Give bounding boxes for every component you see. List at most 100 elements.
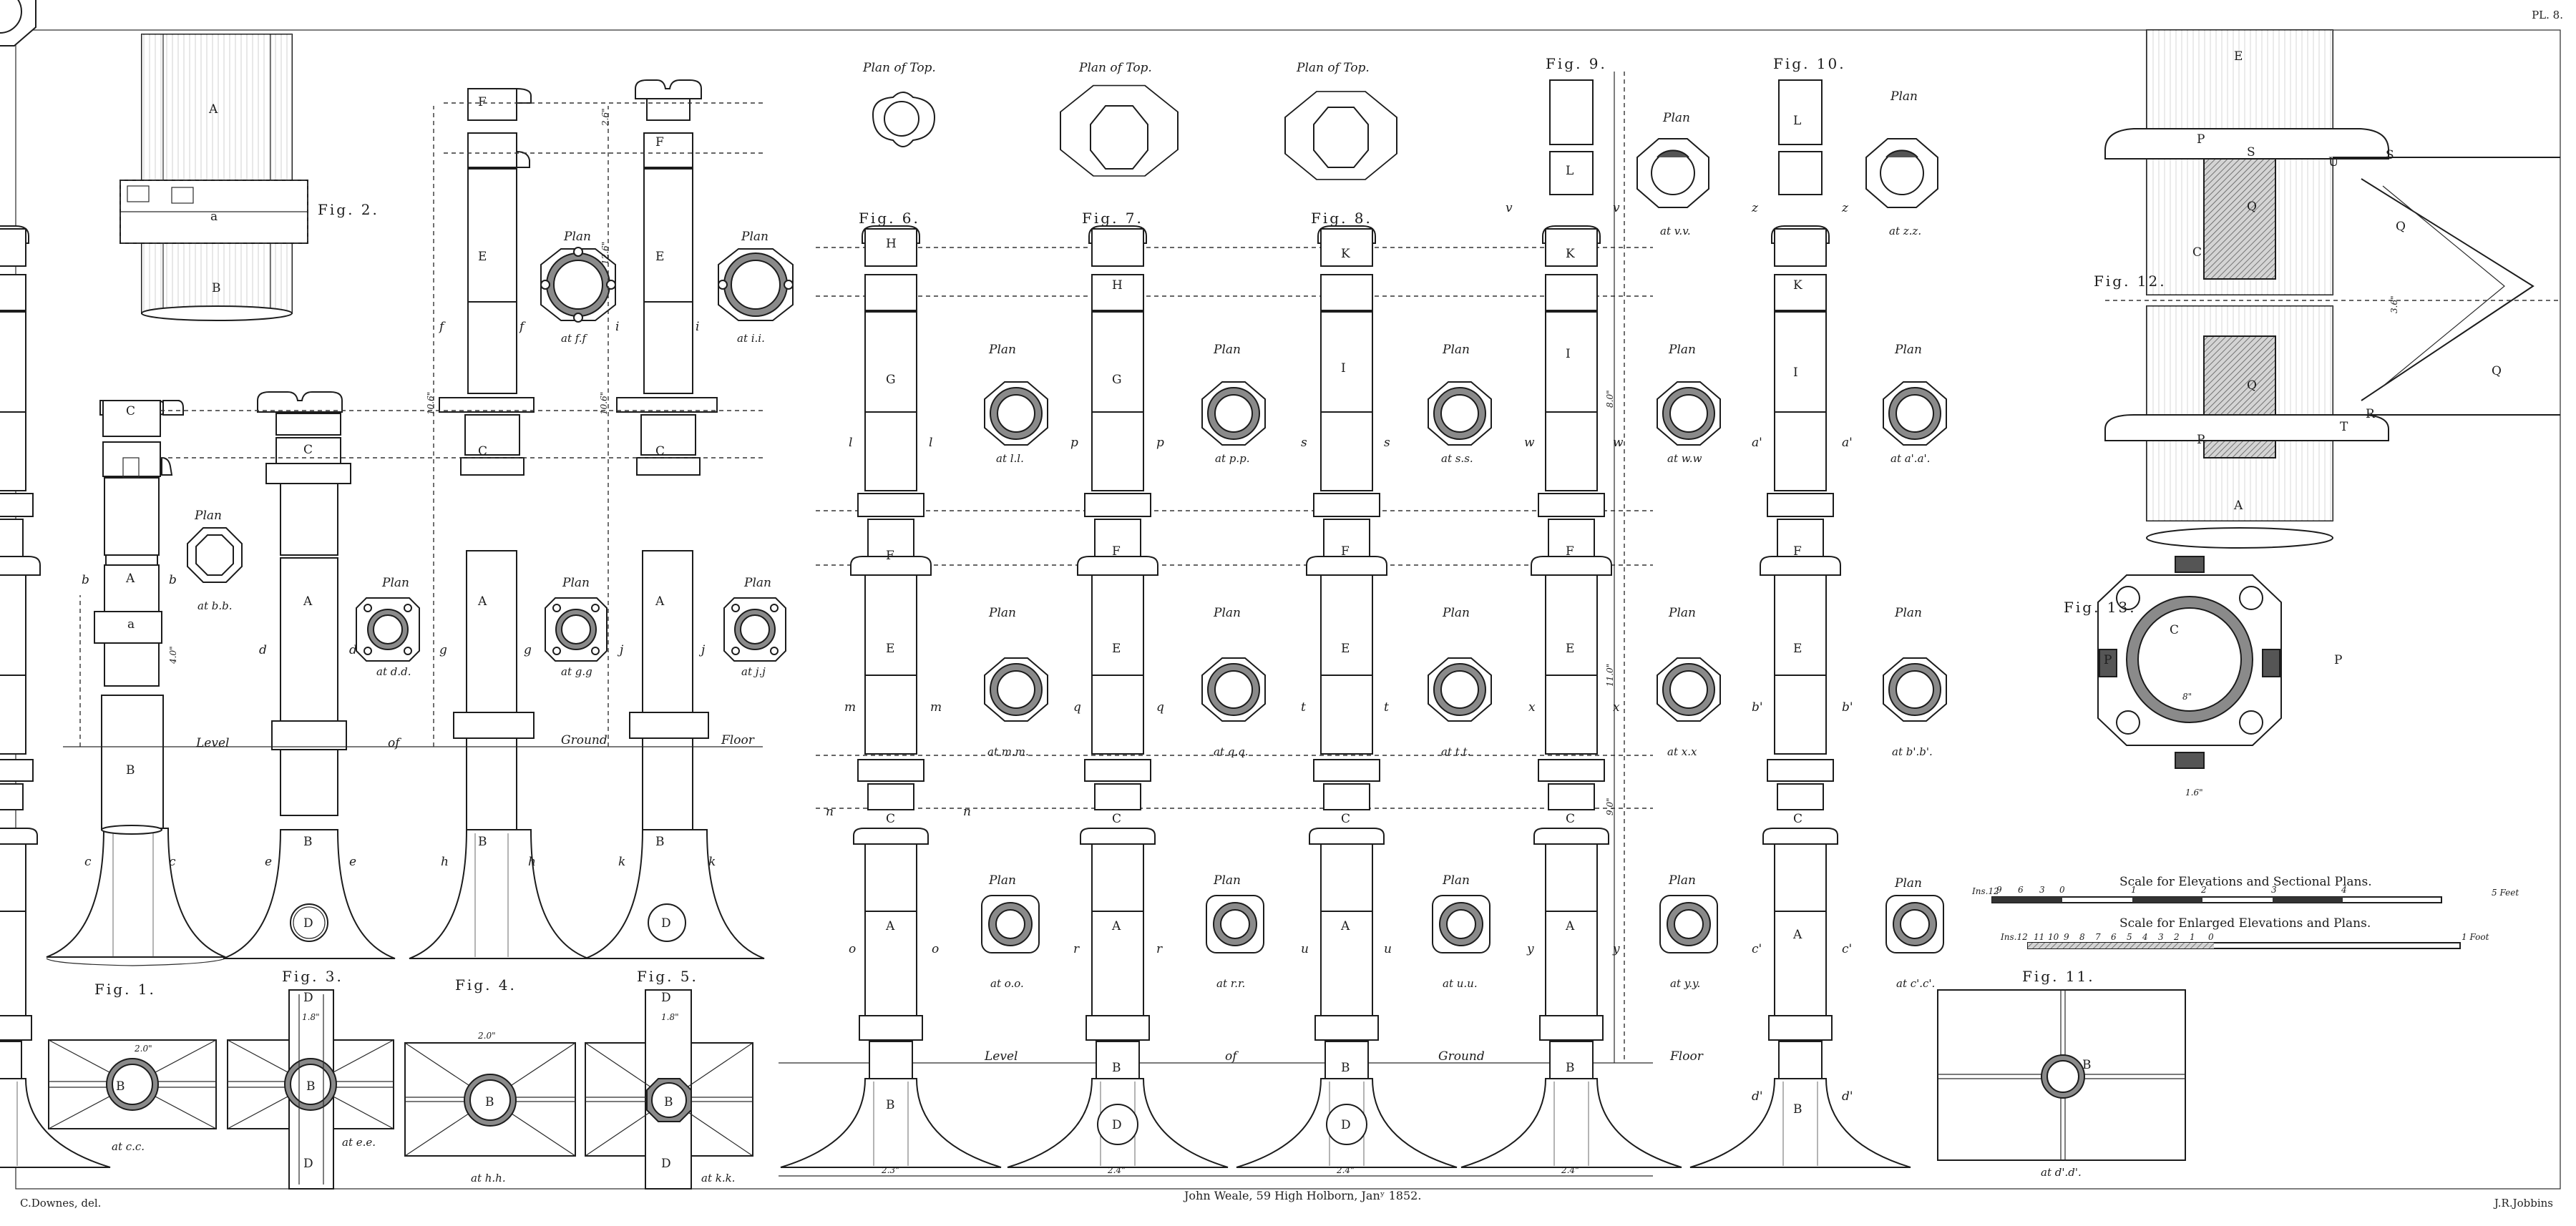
fig-6-to-10-columns: [0, 0, 1947, 1177]
fig-5-column: [585, 79, 765, 959]
mark-i-left: i: [615, 320, 619, 334]
dim-fig1-height: 4.0": [168, 646, 178, 665]
letter-C-fig7: C: [1112, 812, 1121, 826]
fig-6-label: Fig. 6.: [859, 210, 920, 227]
letter-P-fig13-right: P: [2334, 653, 2342, 667]
letter-B-fig10: B: [1793, 1102, 1802, 1117]
mark-dp-left: d': [1752, 1089, 1763, 1104]
fig-11-label: Fig. 11.: [2022, 968, 2095, 985]
plan-ii: [718, 248, 794, 321]
dim-fig12: 3.6": [2389, 295, 2399, 313]
letter-B-fig9: B: [1566, 1061, 1575, 1075]
fig-1-column: [46, 399, 226, 966]
scale-enlarged-title: Scale for Enlarged Elevations and Plans.: [2119, 916, 2371, 931]
scale-en-tick-8: 3: [2158, 932, 2164, 942]
letter-E-fig4: E: [478, 250, 487, 264]
letter-D-fig3-plan-bottom: D: [303, 1157, 313, 1171]
cap-yy: at y.y.: [1670, 977, 1700, 990]
plan-of-top-label-8: Plan of Top.: [1296, 61, 1370, 75]
mark-l-right: l: [929, 436, 932, 450]
mark-y-right: y: [1612, 942, 1620, 956]
plan-label-mm: Plan: [988, 606, 1016, 620]
letter-F-fig10: F: [1793, 544, 1802, 559]
fig-13-plan: [2097, 556, 2282, 769]
mark-r-right: r: [1156, 942, 1163, 956]
letter-C-fig6: C: [886, 812, 895, 826]
fig-5-label: Fig. 5.: [637, 968, 698, 985]
cap-aa: at a'.a'.: [1890, 452, 1930, 465]
letter-A-fig7: A: [1111, 919, 1121, 933]
scale-en-tick-9: 2: [2173, 932, 2180, 942]
mark-ap-right: a': [1842, 436, 1853, 450]
mark-c-left: c: [84, 855, 92, 869]
cap-bpbp: at b'.b'.: [1892, 745, 1933, 758]
cap-cc2: at c'.c'.: [1896, 977, 1935, 990]
mark-w-left: w: [1524, 436, 1535, 450]
cap-cc: at c.c.: [112, 1140, 145, 1153]
mark-q-right: q: [1156, 700, 1164, 715]
level-word-6: of: [1225, 1049, 1239, 1064]
dim-plan-ee: 1.8": [302, 1012, 320, 1022]
scale-el-tick-1: 6: [2018, 885, 2024, 895]
letter-a-fig1: a: [127, 617, 135, 632]
fig-4-column: [409, 88, 589, 959]
letter-K-fig9: K: [1566, 247, 1575, 261]
mark-g-right: g: [524, 643, 532, 657]
mark-u-right: u: [1384, 942, 1392, 956]
plan-label-dd: Plan: [381, 576, 409, 590]
letter-A-fig2: A: [208, 102, 218, 117]
plate-number: PL. 8.: [2532, 9, 2563, 21]
dim-base-8: 2.4": [1336, 1165, 1355, 1175]
fig-1-label: Fig. 1.: [94, 981, 156, 998]
cap-oo: at o.o.: [990, 977, 1024, 990]
cap-rr: at r.r.: [1216, 977, 1245, 990]
mark-u-left: u: [1301, 942, 1309, 956]
scale-el-tick-3: 0: [2059, 885, 2065, 895]
fig-12-section: [2104, 29, 2560, 549]
letter-S-fig12-right: S: [2386, 148, 2394, 162]
mark-x-right: x: [1613, 700, 1620, 715]
scale-en-tick-4: 7: [2095, 932, 2101, 942]
mark-c-right: c: [169, 855, 176, 869]
letter-P-fig12-bottom: P: [2197, 433, 2205, 447]
letter-F-fig4: F: [478, 95, 487, 109]
letter-D-fig7: D: [1112, 1118, 1122, 1132]
letter-F-fig7: F: [1112, 544, 1121, 559]
letter-B-fig1: B: [126, 763, 135, 778]
plan-label-zz: Plan: [1890, 89, 1918, 104]
letter-P-fig12-top: P: [2197, 132, 2205, 147]
level-word-4: Floor: [721, 733, 755, 747]
dim-fig5-mid: 12.6": [600, 242, 610, 265]
mark-z-left: z: [1751, 201, 1759, 215]
fig-12-label: Fig. 12.: [2094, 273, 2167, 290]
letter-C-fig10: C: [1793, 812, 1802, 826]
cap-ww: at w.w: [1667, 452, 1702, 465]
letter-F-fig8: F: [1341, 544, 1350, 559]
plan-label-yy: Plan: [1668, 873, 1696, 888]
plan-label-pp: Plan: [1213, 343, 1241, 357]
mark-t-right: t: [1384, 700, 1389, 715]
letter-D-fig8: D: [1341, 1118, 1351, 1132]
dim-plan-cc: 2.0": [134, 1044, 152, 1054]
letter-E-fig7: E: [1112, 642, 1121, 656]
engraver-credit: J.R.Jobbins: [2494, 1197, 2553, 1210]
letter-D-fig3: D: [303, 916, 313, 931]
plan-gg: [545, 597, 608, 662]
letter-C-fig1: C: [126, 404, 135, 418]
plan-dd: [356, 597, 420, 662]
plan-label-jj: Plan: [743, 576, 771, 590]
level-word-8: Floor: [1669, 1049, 1704, 1064]
letter-D-fig3-plan-top: D: [303, 991, 313, 1005]
mark-cp-right: c': [1842, 942, 1852, 956]
letter-E-fig6: E: [886, 642, 894, 656]
cap-hh: at h.h.: [471, 1172, 506, 1185]
scale-el-tick-0: 9: [1996, 885, 2002, 895]
scale-en-tick-11: 0: [2208, 932, 2214, 942]
plan-label-aa: Plan: [1894, 343, 1922, 357]
draughtsman-credit: C.Downes, del.: [20, 1197, 102, 1210]
letter-F-fig6: F: [886, 549, 894, 563]
level-word-3: Ground: [561, 733, 608, 747]
fig-7-label: Fig. 7.: [1082, 210, 1143, 227]
letter-B-fig7: B: [1112, 1061, 1121, 1075]
letter-Q-fig12-right: Q: [2492, 364, 2502, 378]
